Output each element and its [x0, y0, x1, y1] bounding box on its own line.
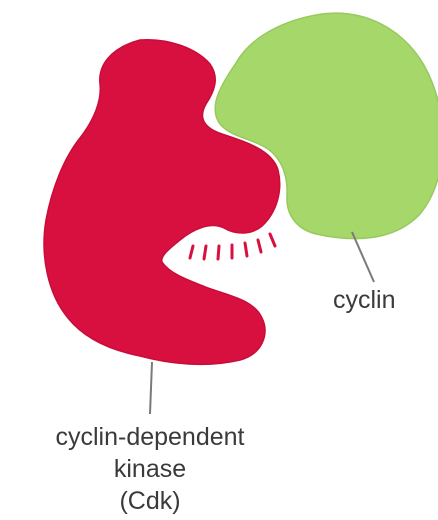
cyclin-leader-line — [352, 232, 374, 282]
cyclin-label: cyclin — [333, 284, 396, 316]
cdk-label-line-1: cyclin-dependent — [0, 421, 300, 453]
cdk-label-line-2: kinase — [0, 453, 300, 485]
cdk-label: cyclin-dependent kinase (Cdk) — [0, 421, 300, 517]
cdk-leader-line — [150, 362, 152, 414]
active-site-mark — [245, 243, 247, 256]
active-site-mark — [190, 246, 193, 258]
active-site-marks — [190, 234, 275, 259]
active-site-mark — [204, 246, 206, 259]
active-site-mark — [270, 234, 275, 246]
cdk-label-line-3: (Cdk) — [0, 485, 300, 517]
active-site-mark — [218, 246, 219, 259]
active-site-mark — [258, 240, 261, 252]
